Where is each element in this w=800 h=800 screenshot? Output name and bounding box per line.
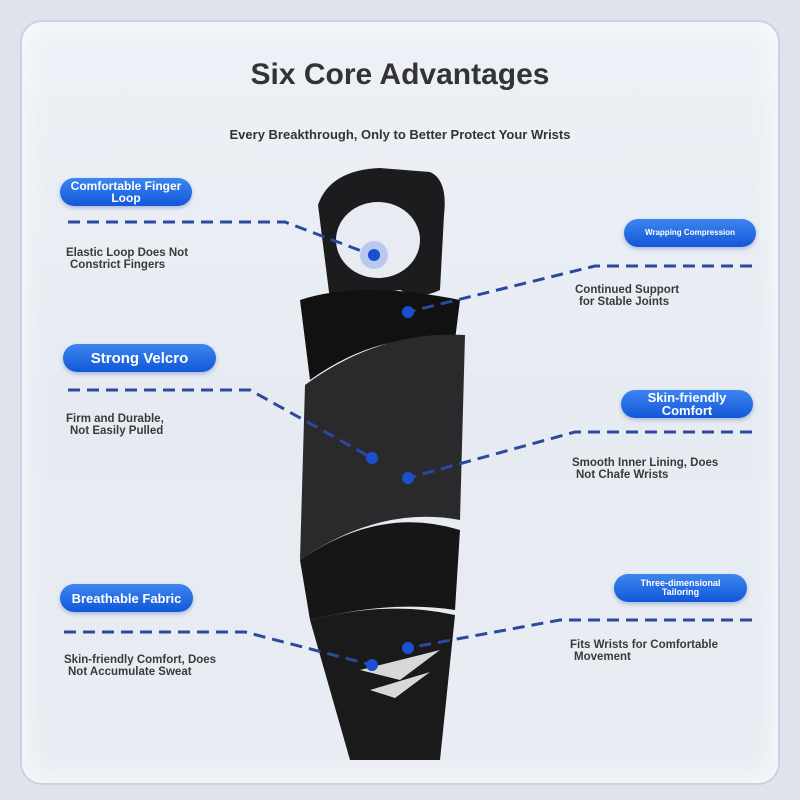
feature-badge-breathable: Breathable Fabric [60,584,193,612]
feature-badge-skin-friendly: Skin-friendly Comfort [621,390,753,418]
desc-line: Firm and Durable, [66,413,164,425]
desc-line: Not Chafe Wrists [576,468,669,481]
page-title: Six Core Advantages [250,58,550,91]
wrist-wrap-image [300,168,465,760]
feature-badge-tailoring: Three-dimensional Tailoring [614,574,747,602]
feature-badge-finger-loop: Comfortable Finger Loop [60,178,192,206]
desc-line: Movement [574,650,631,663]
desc-line: Elastic Loop Does Not [66,247,189,259]
subtitle: Every Breakthrough, Only to Better Prote… [229,127,571,142]
desc-line: Not Accumulate Sweat [68,665,192,678]
desc-line: Smooth Inner Lining, Does [572,457,719,469]
desc-line: Not Easily Pulled [70,424,164,437]
desc-line: Continued Support [575,284,680,296]
desc-line: Skin-friendly Comfort, Does [64,654,217,666]
feature-badge-compression: Wrapping Compression [624,219,756,247]
desc-line: Fits Wrists for Comfortable [570,639,719,651]
feature-badge-velcro: Strong Velcro [63,344,216,372]
desc-line: for Stable Joints [579,295,670,308]
feature-desc-velcro: Firm and Durable,Not Easily Pulled [66,413,164,437]
desc-line: Constrict Fingers [70,258,166,271]
